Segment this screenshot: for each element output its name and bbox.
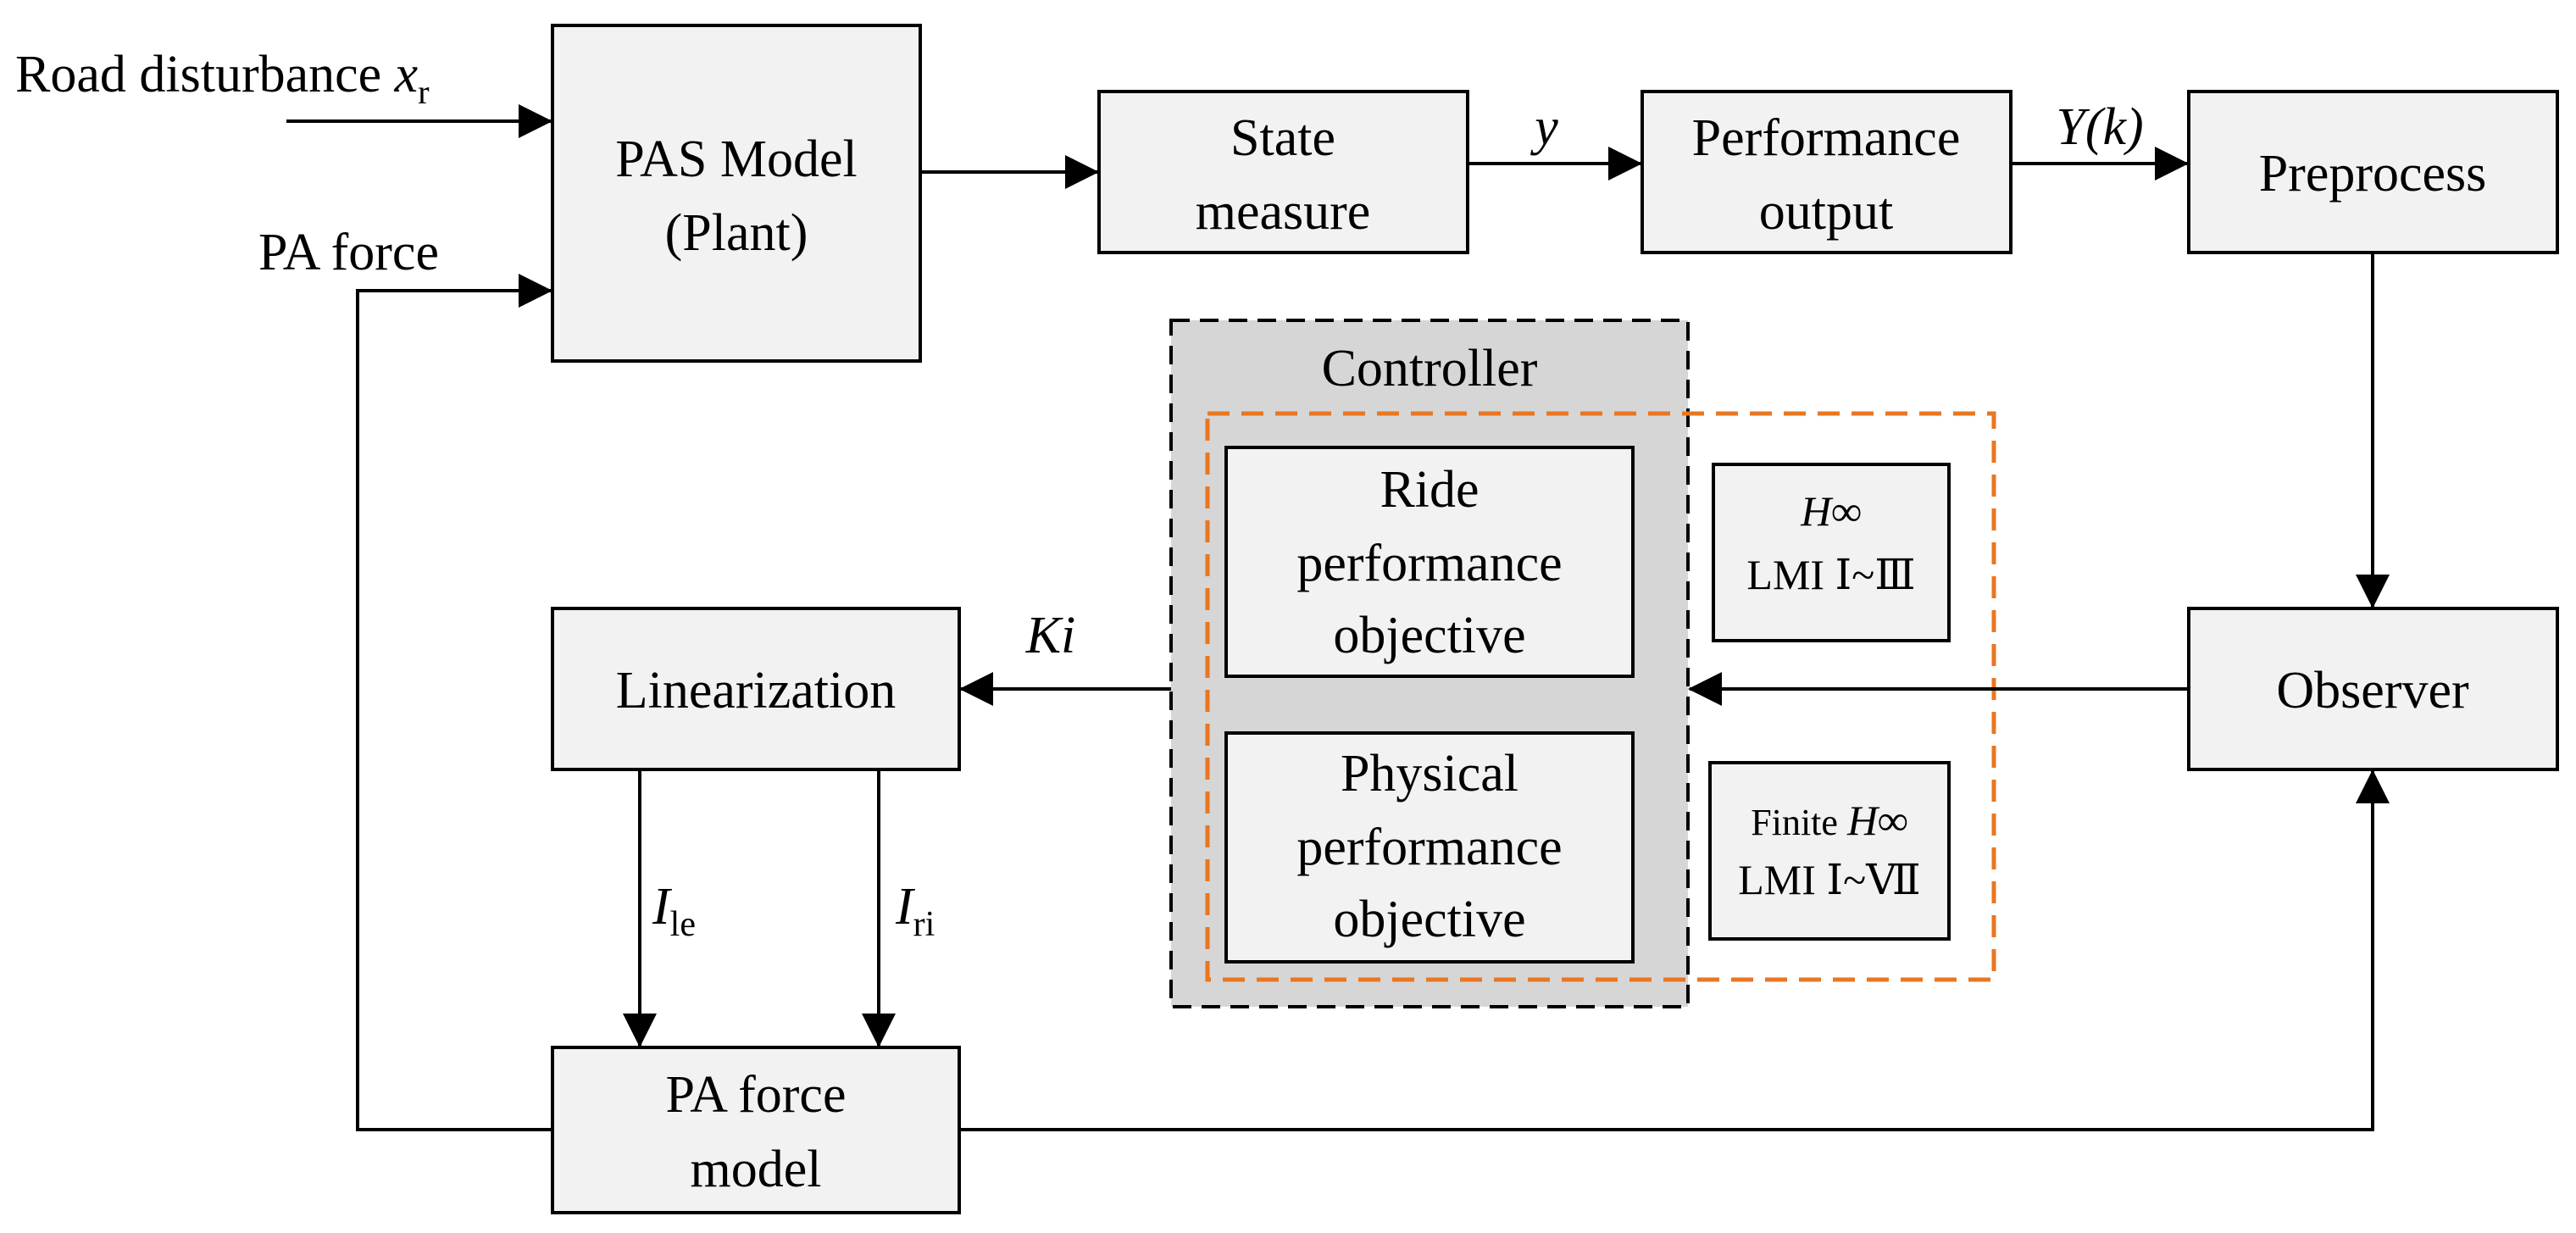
hinf-label: H∞ bbox=[1800, 487, 1862, 535]
iri-sub: ri bbox=[913, 905, 935, 944]
pas-model-label-1: PAS Model bbox=[615, 131, 857, 188]
performance-output-label-1: Performance bbox=[1692, 109, 1961, 167]
lmi-1-7-label: LMI Ⅰ~Ⅶ bbox=[1738, 856, 1920, 903]
signal-ki: Ki bbox=[1025, 607, 1076, 664]
ile-var: I bbox=[652, 878, 673, 936]
ride-objective-label-1: Ride bbox=[1380, 461, 1479, 519]
physical-objective-label-3: objective bbox=[1333, 891, 1525, 948]
observer-label: Observer bbox=[2276, 662, 2469, 719]
lmi-region bbox=[1205, 411, 1996, 982]
linearization-block bbox=[551, 607, 961, 771]
road-disturbance-sub: r bbox=[418, 73, 429, 111]
physical-objective-label-2: performance bbox=[1296, 819, 1562, 876]
signal-iri: Iri bbox=[895, 878, 935, 944]
pa-force-feedback-arrow bbox=[356, 274, 552, 1131]
iri-var: I bbox=[895, 878, 916, 936]
hinf-lmi-box bbox=[1712, 463, 1951, 642]
preprocess-label: Preprocess bbox=[2259, 145, 2487, 203]
pa-force-model-label-1: PA force bbox=[666, 1066, 847, 1124]
physical-objective-label-1: Physical bbox=[1341, 745, 1518, 803]
state-measure-block bbox=[1097, 90, 1469, 254]
controller-title: Controller bbox=[1322, 340, 1538, 397]
force-model-to-observer-arrow bbox=[959, 769, 2390, 1131]
state-measure-label-1: State bbox=[1230, 109, 1335, 167]
pa-force-input-label: PA force bbox=[258, 224, 439, 281]
signal-yk: Y(k) bbox=[2056, 98, 2143, 156]
finite-hinf-lmi-box bbox=[1708, 761, 1951, 941]
pas-model-label-2: (Plant) bbox=[665, 204, 808, 262]
state-measure-label-2: measure bbox=[1196, 183, 1371, 241]
ride-objective-label-3: objective bbox=[1333, 607, 1525, 664]
physical-objective-block bbox=[1224, 731, 1635, 964]
linearization-label: Linearization bbox=[616, 662, 897, 719]
road-disturbance-var: x bbox=[394, 46, 419, 103]
performance-output-block bbox=[1641, 90, 2012, 254]
ride-objective-label-2: performance bbox=[1296, 535, 1562, 592]
road-disturbance-text: Road disturbance bbox=[15, 46, 395, 103]
signal-y: y bbox=[1530, 98, 1558, 156]
pa-force-model-label-2: model bbox=[691, 1141, 822, 1198]
pa-force-model-block bbox=[551, 1046, 961, 1214]
ile-sub: le bbox=[670, 905, 696, 944]
finite-word: Finite bbox=[1751, 802, 1847, 843]
ride-objective-block bbox=[1224, 446, 1635, 678]
road-disturbance-label: Road disturbance xr bbox=[15, 46, 430, 111]
finite-hinf-symbol: H∞ bbox=[1846, 797, 1908, 844]
pas-model-block bbox=[551, 24, 922, 363]
signal-ile: Ile bbox=[652, 878, 696, 944]
performance-output-label-2: output bbox=[1759, 183, 1893, 241]
lmi-1-3-label: LMI Ⅰ~Ⅲ bbox=[1746, 551, 1915, 598]
finite-hinf-label: Finite H∞ bbox=[1751, 797, 1907, 844]
